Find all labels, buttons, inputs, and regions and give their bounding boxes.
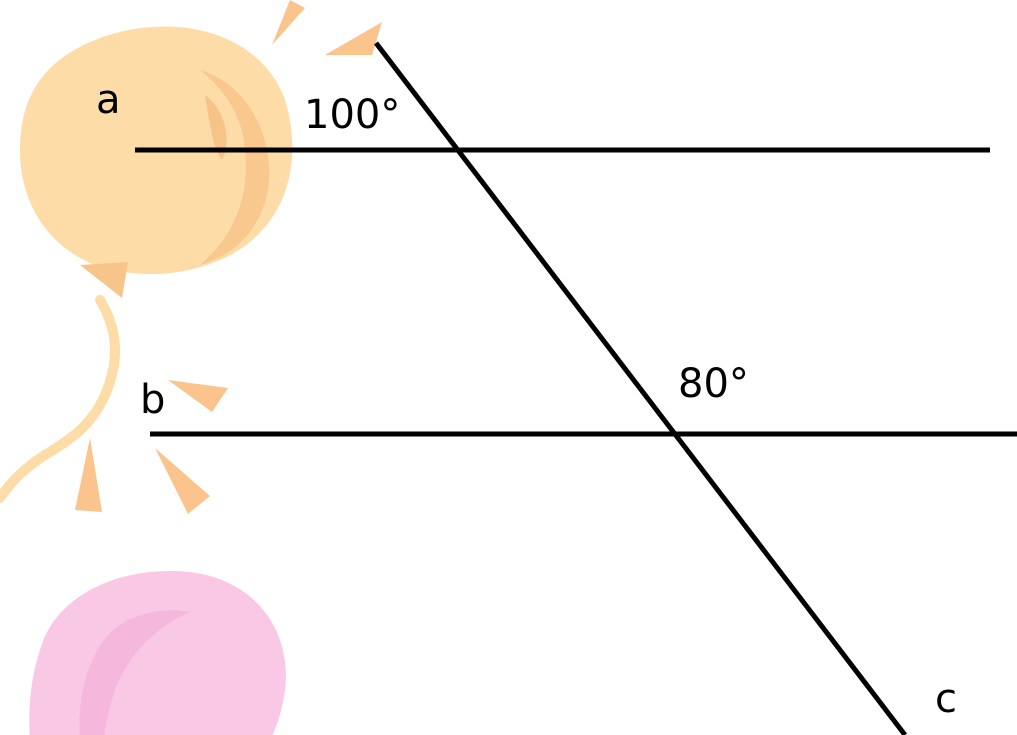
- orange-balloon-string: [0, 295, 121, 503]
- pink-balloon-body: [29, 571, 286, 735]
- pink-balloon-icon: [29, 571, 286, 735]
- geometry: [135, 41, 1017, 735]
- orange-balloon-highlight: [205, 95, 227, 160]
- orange-ray-5: [155, 448, 210, 514]
- orange-ray-2: [325, 22, 382, 55]
- line-c: [374, 41, 907, 735]
- line-b-label: b: [140, 377, 165, 423]
- orange-balloon-knot: [80, 262, 128, 298]
- pink-balloon-shade: [79, 610, 190, 735]
- line-c-label: c: [935, 676, 957, 722]
- orange-balloon-shadow: [200, 70, 270, 265]
- angle-label-bc: 80°: [678, 361, 749, 407]
- orange-ray-1: [272, 0, 305, 45]
- line-a-label: a: [96, 77, 121, 123]
- orange-ray-4: [75, 438, 102, 512]
- angle-label-ac: 100°: [304, 92, 400, 138]
- orange-balloon-icon: [0, 0, 382, 514]
- orange-ray-3: [168, 380, 228, 412]
